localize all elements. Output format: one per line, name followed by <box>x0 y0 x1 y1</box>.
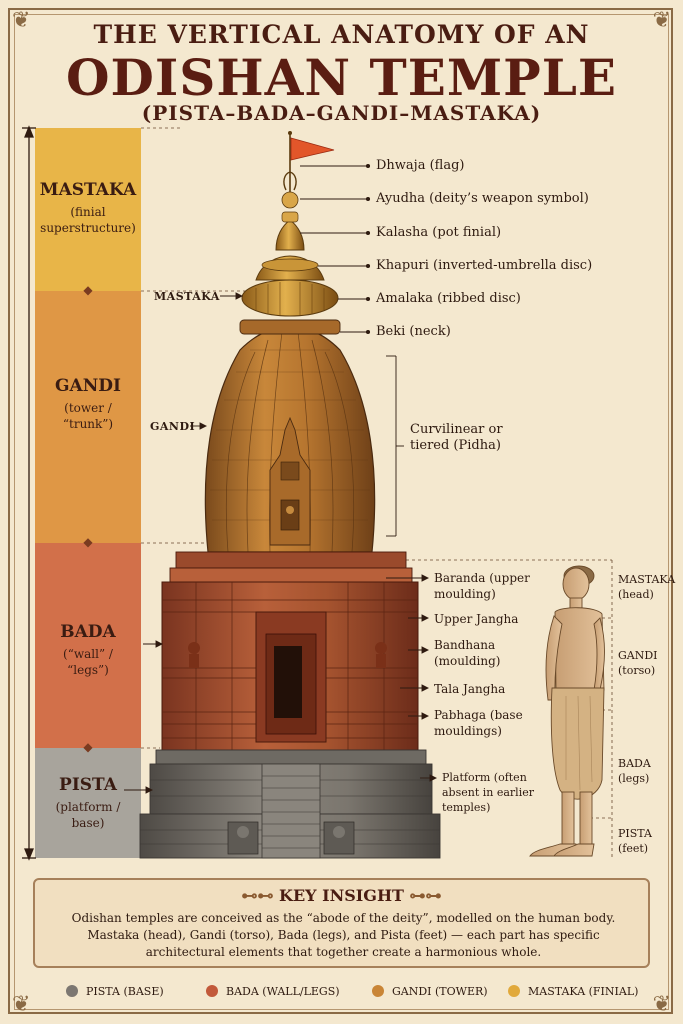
title-line-1: THE VERTICAL ANATOMY OF AN <box>93 20 590 49</box>
body-label-torso: GANDI (torso) <box>618 648 658 678</box>
label-khapuri: Khapuri (inverted-umbrella disc) <box>376 258 593 273</box>
label-amalaka: Amalaka (ribbed disc) <box>376 291 521 306</box>
body-label-head: MASTAKA (head) <box>618 572 675 602</box>
key-insight-title-text: KEY INSIGHT <box>279 886 404 905</box>
label-pabhaga: Pabhaga (base mouldings) <box>434 708 523 738</box>
title-subtitle: (PISTA–BADA–GANDI–MASTAKA) <box>141 101 542 125</box>
body-label-sub: (legs) <box>618 772 650 785</box>
label-mastaka-left: MASTAKA <box>154 290 220 303</box>
band-gandi-fill <box>35 291 141 543</box>
band-subtitle: (finial superstructure) <box>40 205 136 235</box>
height-scale-arrow <box>22 125 36 861</box>
band-gandi: GANDI (tower / “trunk”) <box>35 376 141 432</box>
corner-ornament-icon: ❦ <box>652 8 671 33</box>
band-subtitle: (tower / “trunk”) <box>62 401 114 431</box>
body-label-title: GANDI <box>618 649 658 662</box>
body-label-title: BADA <box>618 757 651 770</box>
legend-swatch <box>206 985 218 997</box>
band-subtitle: (“wall” / “legs”) <box>63 647 113 677</box>
outer-frame <box>8 8 673 1014</box>
body-label-title: MASTAKA <box>618 573 676 586</box>
key-insight-body: Odishan temples are conceived as the “ab… <box>71 911 616 959</box>
label-kalasha: Kalasha (pot finial) <box>376 225 502 240</box>
label-ayudha: Ayudha (deity’s weapon symbol) <box>376 191 589 206</box>
key-insight-box: ⊷⊷ KEY INSIGHT ⊶⊶ Odishan temples are co… <box>33 878 650 968</box>
legend-label: GANDI (TOWER) <box>392 984 488 998</box>
legend-item-bada: BADA (WALL/LEGS) <box>206 982 340 1000</box>
label-dhwaja: Dhwaja (flag) <box>376 158 465 173</box>
band-title: MASTAKA <box>39 180 137 200</box>
legend-label: MASTAKA (FINIAL) <box>528 984 639 998</box>
legend-swatch <box>372 985 384 997</box>
label-curvilinear: Curvilinear or tiered (Pidha) <box>410 422 503 453</box>
band-bada: BADA (“wall” / “legs”) <box>35 622 141 678</box>
legend-swatch <box>508 985 520 997</box>
divider-ornament-icon: ◆ <box>83 283 93 297</box>
band-title: PISTA <box>59 775 117 795</box>
body-label-sub: (head) <box>618 588 654 601</box>
label-baranda: Baranda (upper moulding) <box>434 571 530 601</box>
legend-item-mastaka: MASTAKA (FINIAL) <box>508 982 638 1000</box>
label-bandhana: Bandhana (moulding) <box>434 638 501 668</box>
label-tala-jangha: Tala Jangha <box>434 682 506 696</box>
human-figure <box>529 565 605 857</box>
label-upper-jangha: Upper Jangha <box>434 612 519 626</box>
band-subtitle: (platform / base) <box>55 800 121 830</box>
band-title: BADA <box>60 622 116 642</box>
legend-swatch <box>66 985 78 997</box>
body-label-sub: (feet) <box>618 842 649 855</box>
divider-ornament-icon: ◆ <box>83 740 93 754</box>
body-label-sub: (torso) <box>618 664 656 677</box>
corner-ornament-icon: ❦ <box>12 8 31 33</box>
band-title: GANDI <box>55 376 121 396</box>
temple-gandi-tower <box>204 327 376 553</box>
band-pista: PISTA (platform / base) <box>35 775 141 831</box>
legend-item-pista: PISTA (BASE) <box>66 982 164 1000</box>
ornament-icon: ⊷⊷ <box>241 886 280 905</box>
ornament-icon: ⊶⊶ <box>403 886 442 905</box>
band-pista-fill <box>35 748 141 858</box>
body-label-feet: PISTA (feet) <box>618 826 652 856</box>
body-label-legs: BADA (legs) <box>618 756 651 786</box>
legend-label: BADA (WALL/LEGS) <box>226 984 340 998</box>
band-mastaka: MASTAKA (finial superstructure) <box>35 180 141 236</box>
label-platform: Platform (often absent in earlier temple… <box>442 771 534 814</box>
legend-label: PISTA (BASE) <box>86 984 164 998</box>
temple-pista-platform <box>139 749 441 859</box>
band-bada-fill <box>35 543 141 748</box>
temple-bada-wall <box>161 551 419 751</box>
label-beki: Beki (neck) <box>376 324 451 339</box>
band-mastaka-fill <box>35 128 141 291</box>
corner-ornament-icon: ❦ <box>652 992 671 1017</box>
leader-lines <box>124 163 438 794</box>
temple-mastaka-finial <box>239 131 341 335</box>
body-label-title: PISTA <box>618 827 652 840</box>
key-insight-title: ⊷⊷ KEY INSIGHT ⊶⊶ <box>35 886 648 905</box>
divider-ornament-icon: ◆ <box>83 535 93 549</box>
corner-ornament-icon: ❦ <box>12 992 31 1017</box>
legend-item-gandi: GANDI (TOWER) <box>372 982 488 1000</box>
page-title: ODISHAN TEMPLE <box>65 48 618 107</box>
label-gandi-left: GANDI <box>150 420 196 433</box>
